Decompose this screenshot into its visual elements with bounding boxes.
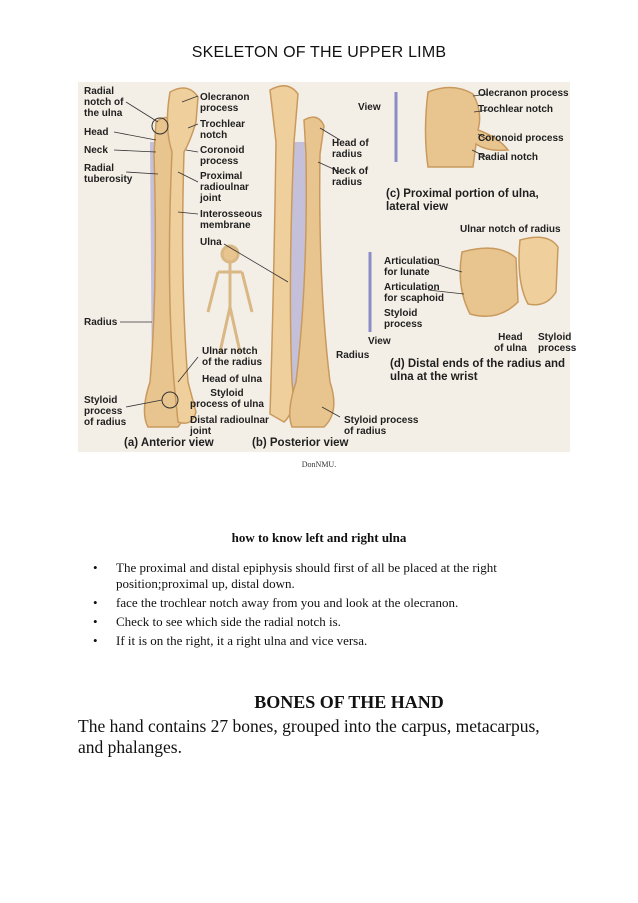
- label-radial-tuberosity: Radial tuberosity: [84, 163, 133, 185]
- label-head-of-radius: Head of radius: [332, 138, 369, 160]
- bullet-list: The proximal and distal epiphysis should…: [93, 560, 553, 652]
- label-distal-radioulnar-joint: Distal radioulnar joint: [190, 415, 269, 437]
- label-view-b: View: [368, 336, 391, 347]
- hand-heading: BONES OF THE HAND: [254, 692, 444, 712]
- list-item: face the trochlear notch away from you a…: [93, 595, 553, 611]
- label-radial-notch: Radial notch of the ulna: [84, 86, 124, 119]
- caption-c: (c) Proximal portion of ulna, lateral vi…: [386, 188, 539, 213]
- label-styloid-ulna: Styloid process of ulna: [190, 388, 264, 410]
- label-head-of-ulna: Head of ulna: [202, 374, 263, 385]
- label-trochlear-notch: Trochlear notch: [200, 119, 246, 141]
- caption-d: (d) Distal ends of the radius and ulna a…: [390, 358, 566, 383]
- label-radius-b: Radius: [336, 350, 370, 361]
- label-coronoid-process: Coronoid process: [200, 145, 245, 167]
- label-neck: Neck: [84, 145, 108, 156]
- caption-b: (b) Posterior view: [252, 437, 349, 449]
- list-item: Check to see which side the radial notch…: [93, 614, 553, 630]
- label-styloid-radius-b: Styloid process of radius: [344, 415, 419, 437]
- label-radius-left: Radius: [84, 317, 118, 328]
- label-c-radial-notch: Radial notch: [478, 152, 539, 163]
- label-ulnar-notch: Ulnar notch of the radius: [202, 346, 263, 368]
- label-c-trochlear: Trochlear notch: [478, 104, 554, 115]
- label-view-c: View: [358, 102, 381, 113]
- label-d-ulnar-notch: Ulnar notch of radius: [460, 224, 561, 235]
- image-credit: DonNMU.: [301, 460, 337, 469]
- label-neck-of-radius: Neck of radius: [332, 166, 369, 188]
- label-interosseous-membrane: Interosseous membrane: [200, 209, 263, 231]
- label-proximal-radioulnar-joint: Proximal radioulnar joint: [200, 171, 249, 204]
- label-styloid-radius-left: Styloid process of radius: [84, 395, 127, 428]
- caption-a: (a) Anterior view: [124, 437, 214, 449]
- label-d-scaphoid: Articulation for scaphoid: [384, 282, 445, 304]
- label-olecranon-process: Olecranon process: [200, 92, 250, 114]
- label-d-styloid-right: Styloid process: [538, 332, 577, 354]
- hand-paragraph: The hand contains 27 bones, grouped into…: [78, 716, 560, 758]
- forearm-anatomy-figure: Radial notch of the ulna Head Neck Radia…: [78, 82, 576, 452]
- hand-paragraph-line-2: and phalanges.: [78, 737, 182, 757]
- list-item: If it is on the right, it a right ulna a…: [93, 633, 553, 649]
- hand-paragraph-line-1: The hand contains 27 bones, grouped into…: [78, 716, 540, 736]
- page-title: SKELETON OF THE UPPER LIMB: [191, 44, 447, 61]
- list-item: The proximal and distal epiphysis should…: [93, 560, 553, 592]
- section-heading: how to know left and right ulna: [231, 530, 407, 545]
- label-head: Head: [84, 127, 109, 138]
- forearm-bones-illustration: [113, 85, 559, 428]
- label-ulna: Ulna: [200, 237, 222, 248]
- label-d-styloid: Styloid process: [384, 308, 423, 330]
- label-d-head-of-ulna: Head of ulna: [494, 332, 527, 354]
- label-c-coronoid: Coronoid process: [478, 133, 564, 144]
- label-c-olecranon: Olecranon process: [478, 88, 569, 99]
- label-d-lunate: Articulation for lunate: [384, 256, 440, 278]
